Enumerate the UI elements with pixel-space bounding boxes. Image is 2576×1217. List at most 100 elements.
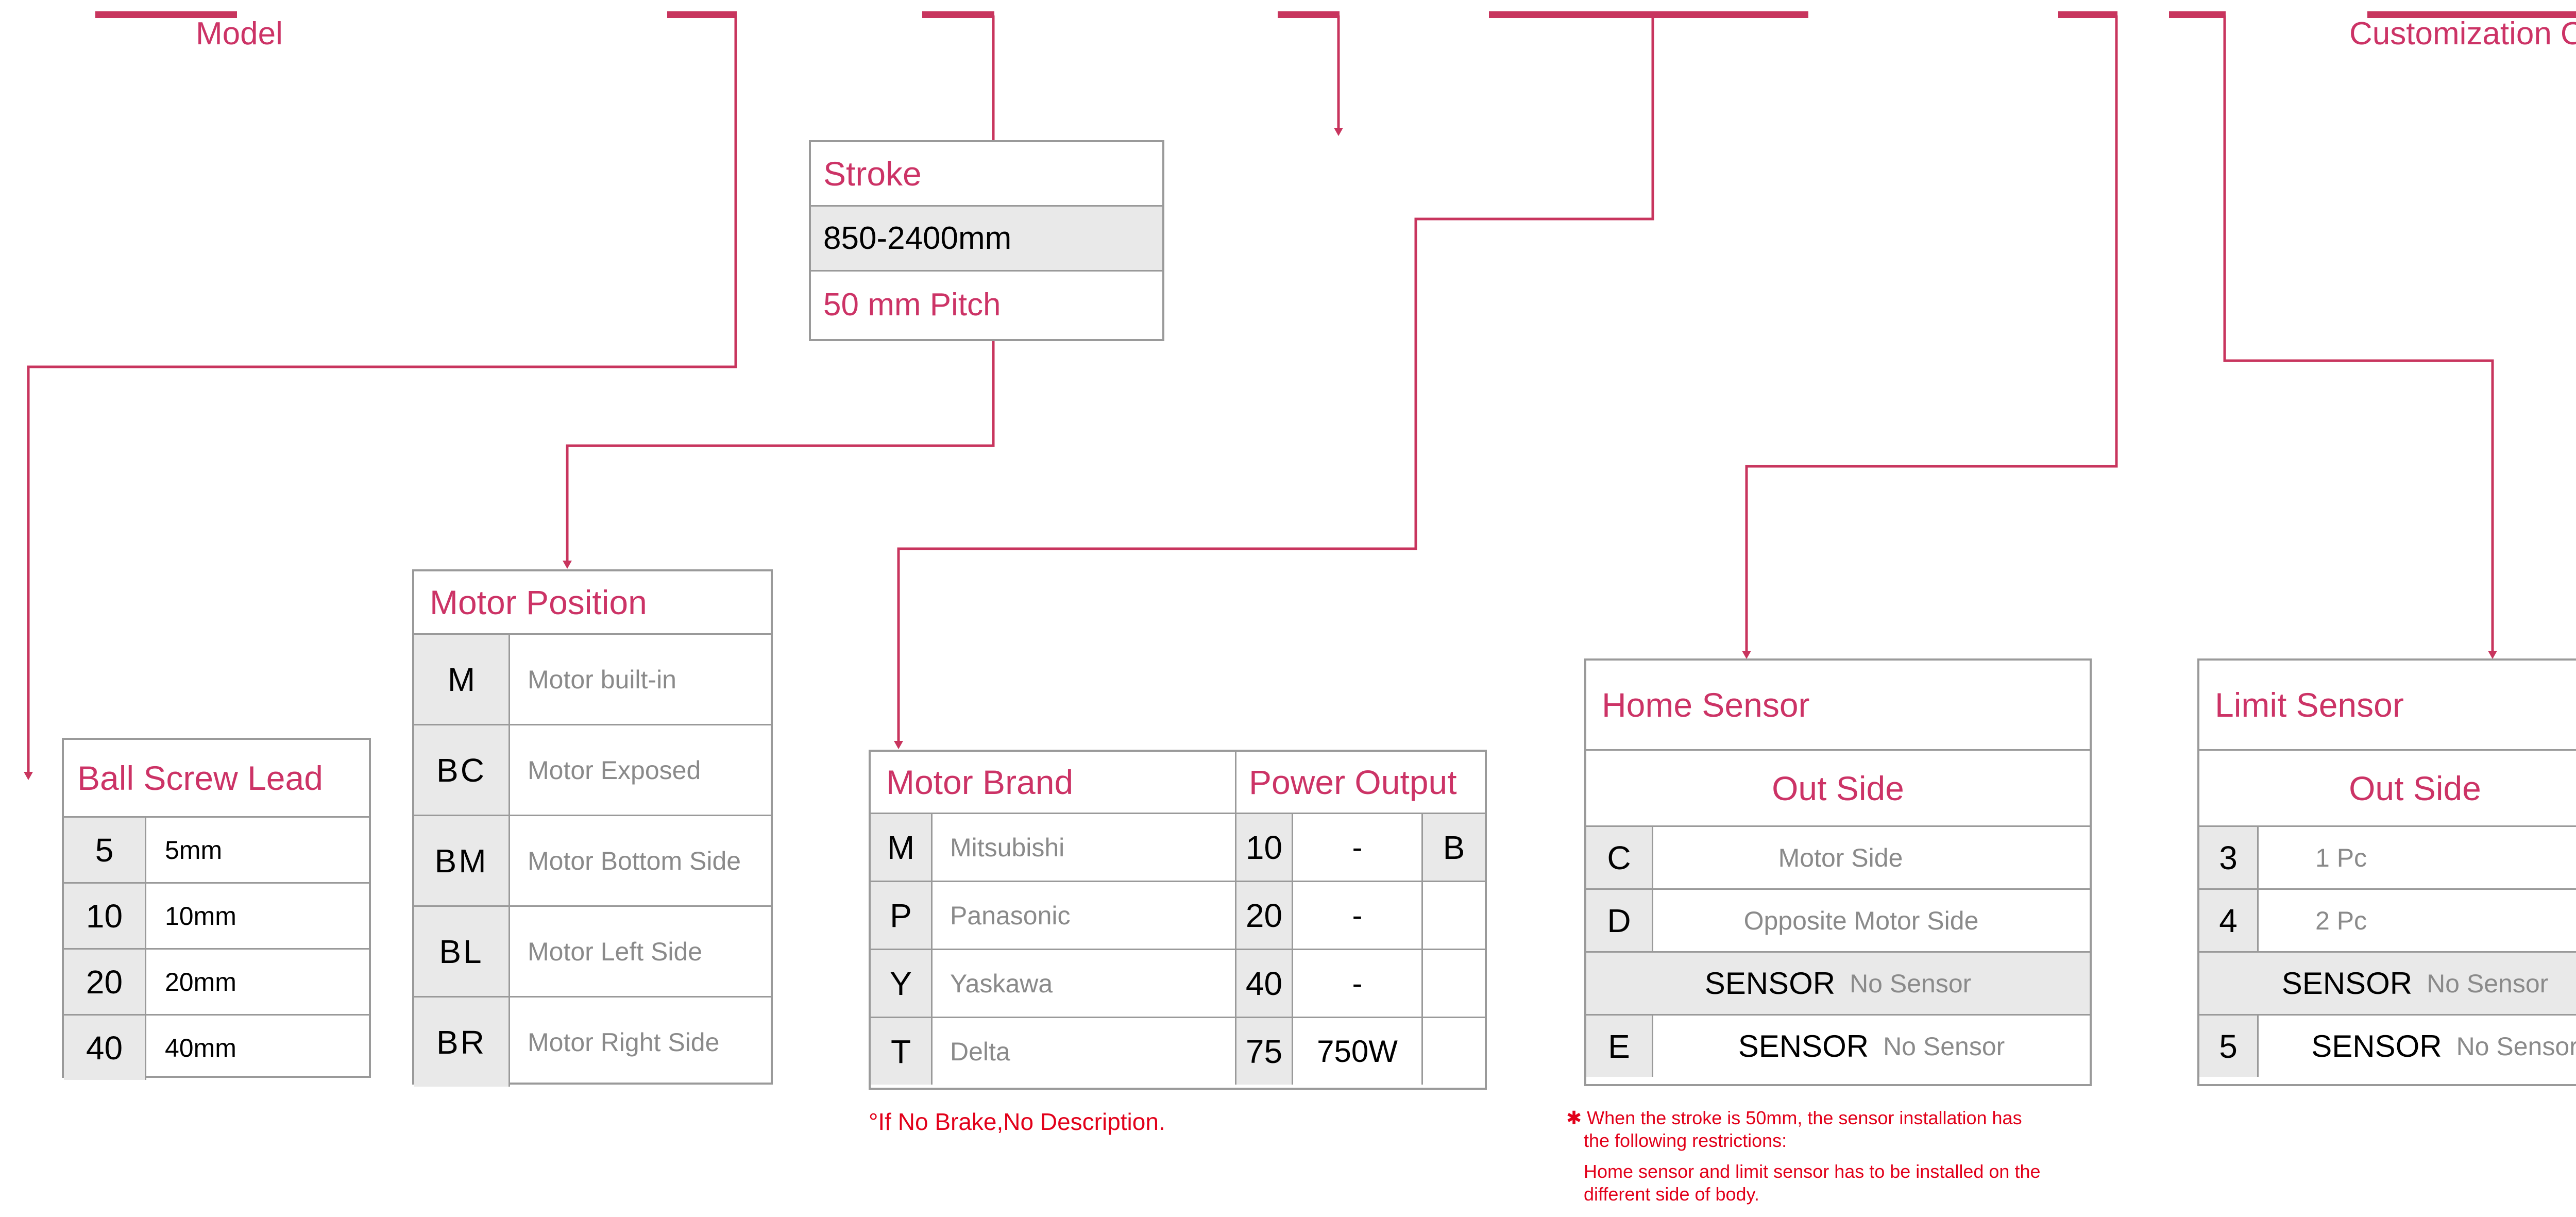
home-sensor-sensor-label: SENSOR (1738, 1029, 1869, 1063)
footnote-line-4: different side of body. (1584, 1183, 1759, 1205)
home-sensor-desc: Opposite Motor Side (1743, 906, 1979, 935)
power-code: 10 (1236, 814, 1293, 881)
home-sensor-desc: No Sensor (1883, 1032, 2005, 1061)
lead-desc: 40mm (165, 1033, 236, 1062)
table-row: 5 SENSOR No Sensor (2199, 1014, 2576, 1077)
model-segment-dash-1 (95, 11, 237, 18)
table-row: T Delta 75 750W (871, 1017, 1485, 1085)
brand-code: P (871, 882, 933, 949)
limit-sensor-desc: 1 Pc (2315, 843, 2367, 872)
home-sensor-table: Home Sensor Out Side C Motor Side D Oppo… (1584, 658, 2092, 1086)
motor-position-code: BC (414, 725, 510, 815)
limit-sensor-desc: No Sensor (2427, 969, 2549, 998)
stroke-table: Stroke 850-2400mm 50 mm Pitch (809, 140, 1164, 341)
footnote-line-2: the following restrictions: (1584, 1129, 1787, 1151)
power-value: 750W (1293, 1018, 1423, 1085)
lead-desc: 20mm (165, 967, 236, 996)
limit-sensor-code: 5 (2199, 1016, 2259, 1077)
model-segment-dash-6 (2058, 11, 2117, 18)
motor-position-desc: Motor built-in (528, 665, 676, 694)
home-sensor-code: D (1586, 890, 1653, 951)
motor-position-code: BL (414, 907, 510, 996)
motor-brand-title: Motor Brand (871, 752, 1236, 813)
limit-sensor-sensor-label: SENSOR (2311, 1029, 2442, 1063)
brand-desc: Panasonic (933, 882, 1236, 949)
table-row: C Motor Side (1586, 825, 2090, 888)
model-segment-dash-2 (667, 11, 737, 18)
limit-sensor-sensor-label: SENSOR (2281, 966, 2413, 1001)
limit-sensor-code: 3 (2199, 827, 2259, 888)
ball-screw-lead-table: Ball Screw Lead 5 5mm 10 10mm 20 20mm 40… (62, 738, 371, 1080)
motor-position-code: M (414, 635, 510, 724)
home-sensor-desc: Motor Side (1778, 843, 1903, 872)
home-sensor-title: Home Sensor (1602, 686, 1810, 724)
brand-code: Y (871, 950, 933, 1017)
lead-desc: 5mm (165, 835, 223, 865)
motor-position-table: Motor Position M Motor built-in BC Motor… (412, 569, 773, 1087)
lead-code: 5 (64, 818, 146, 882)
stroke-range: 850-2400mm (823, 221, 1012, 256)
stroke-title: Stroke (823, 155, 922, 193)
ball-screw-lead-title: Ball Screw Lead (77, 759, 323, 797)
limit-sensor-subtitle: Out Side (2349, 769, 2481, 807)
brand-code: T (871, 1018, 933, 1085)
model-segment-dash-4 (1278, 11, 1340, 18)
brand-desc: Delta (933, 1018, 1236, 1085)
table-row: Y Yaskawa 40 - (871, 949, 1485, 1017)
table-row: SENSOR No Sensor (1586, 951, 2090, 1014)
table-row: P Panasonic 20 - (871, 881, 1485, 949)
motor-position-desc: Motor Left Side (528, 937, 703, 966)
brake-code (1423, 1018, 1485, 1085)
table-row: 3 1 Pc (2199, 825, 2576, 888)
home-sensor-code: C (1586, 827, 1653, 888)
table-row: M Mitsubishi 10 - B (871, 813, 1485, 881)
sensor-restriction-footnote: ✱ When the stroke is 50mm, the sensor in… (1566, 1107, 2210, 1206)
limit-sensor-table: Limit Sensor Out Side 3 1 Pc 4 2 Pc SENS… (2197, 658, 2576, 1086)
model-segment-dash-3 (922, 11, 994, 18)
motor-position-desc: Motor Right Side (528, 1027, 720, 1057)
brand-desc: Yaskawa (933, 950, 1236, 1017)
top-label-1: Model (196, 16, 283, 52)
table-row: D Opposite Motor Side (1586, 888, 2090, 951)
power-code: 75 (1236, 1018, 1293, 1085)
power-value: - (1293, 882, 1423, 949)
model-segment-dash-5 (1489, 11, 1808, 18)
home-sensor-subtitle: Out Side (1772, 769, 1904, 807)
limit-sensor-desc: No Sensor (2456, 1032, 2576, 1061)
footnote-line-3: Home sensor and limit sensor has to be i… (1584, 1160, 2041, 1182)
motor-position-code: BM (414, 816, 510, 905)
motor-position-title: Motor Position (430, 583, 647, 621)
brand-desc: Mitsubishi (933, 814, 1236, 881)
home-sensor-desc: No Sensor (1850, 969, 1972, 998)
power-value: - (1293, 950, 1423, 1017)
lead-code: 40 (64, 1016, 146, 1080)
motor-position-code: BR (414, 998, 510, 1087)
table-row: E SENSOR No Sensor (1586, 1014, 2090, 1077)
brand-code: M (871, 814, 933, 881)
brake-code (1423, 950, 1485, 1017)
limit-sensor-code: 4 (2199, 890, 2259, 951)
footnote-line-1: ✱ When the stroke is 50mm, the sensor in… (1566, 1107, 2022, 1128)
power-code: 40 (1236, 950, 1293, 1017)
lead-code: 20 (64, 950, 146, 1014)
model-segment-dash-8 (2367, 11, 2576, 18)
home-sensor-code: E (1586, 1016, 1653, 1077)
power-output-title: Power Output (1249, 763, 1457, 801)
motor-position-desc: Motor Bottom Side (528, 846, 741, 875)
top-label-2: Customization Order No. (2349, 16, 2576, 52)
power-code: 20 (1236, 882, 1293, 949)
table-row: SENSOR No Sensor (2199, 951, 2576, 1014)
limit-sensor-desc: 2 Pc (2315, 906, 2367, 935)
table-row: 4 2 Pc (2199, 888, 2576, 951)
lead-desc: 10mm (165, 901, 236, 931)
home-sensor-sensor-label: SENSOR (1704, 966, 1836, 1001)
motor-brand-table: Motor Brand Power Output M Mitsubishi 10… (869, 750, 1487, 1090)
brake-code: B (1423, 814, 1485, 881)
motor-position-desc: Motor Exposed (528, 755, 701, 785)
power-value: - (1293, 814, 1423, 881)
brake-code (1423, 882, 1485, 949)
lead-code: 10 (64, 884, 146, 948)
brake-note: °If No Brake,No Description. (869, 1108, 1165, 1135)
